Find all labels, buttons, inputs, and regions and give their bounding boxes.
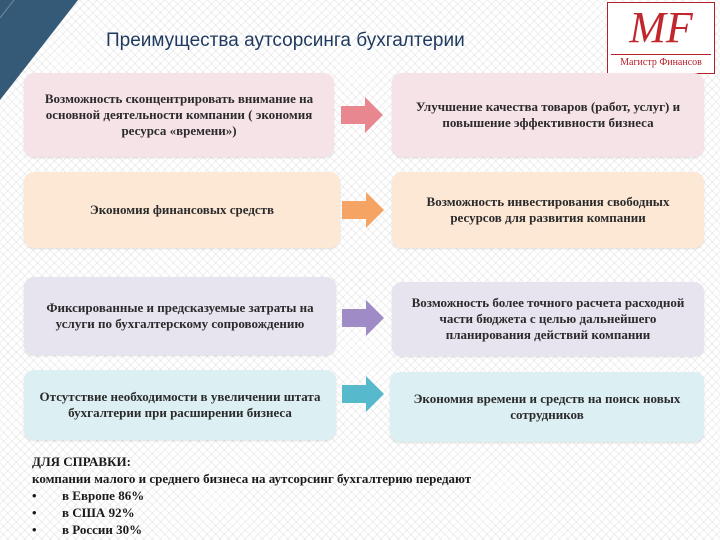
benefit-box-3: Возможность более точного расчета расход… [392, 282, 704, 356]
bullet-icon: • [32, 522, 37, 537]
arrow-icon-4 [342, 376, 384, 412]
corner-decoration [0, 0, 78, 100]
logo-mark: MF [629, 3, 693, 52]
reference-section: ДЛЯ СПРАВКИ: компании малого и среднего … [32, 453, 712, 538]
logo: MF Магистр Финансов [607, 2, 715, 74]
advantage-box-2: Экономия финансовых средств [24, 172, 340, 248]
advantage-box-1: Возможность сконцентрировать внимание на… [24, 73, 334, 157]
reference-item-europe: • в Европе 86% [32, 487, 712, 504]
benefit-box-1: Улучшение качества товаров (работ, услуг… [392, 73, 704, 157]
benefit-box-2: Возможность инвестирования свободных рес… [392, 172, 704, 248]
benefit-box-4: Экономия времени и средств на поиск новы… [390, 372, 704, 442]
arrow-icon-2 [342, 192, 384, 228]
reference-item-russia: • в России 30% [32, 521, 712, 538]
reference-heading: ДЛЯ СПРАВКИ: [32, 454, 131, 469]
advantage-box-4: Отсутствие необходимости в увеличении шт… [24, 370, 336, 440]
reference-item-text: в Европе 86% [62, 488, 145, 503]
advantage-box-3: Фиксированные и предсказуемые затраты на… [24, 277, 336, 355]
reference-item-text: в США 92% [62, 505, 135, 520]
bullet-icon: • [32, 488, 37, 503]
reference-item-usa: • в США 92% [32, 504, 712, 521]
arrow-icon-1 [341, 97, 383, 133]
reference-item-text: в России 30% [62, 522, 143, 537]
reference-intro: компании малого и среднего бизнеса на ау… [32, 471, 472, 486]
page-title: Преимущества аутсорсинга бухгалтерии [106, 30, 465, 51]
arrow-icon-3 [342, 300, 384, 336]
logo-caption: Магистр Финансов [611, 54, 711, 70]
bullet-icon: • [32, 505, 37, 520]
